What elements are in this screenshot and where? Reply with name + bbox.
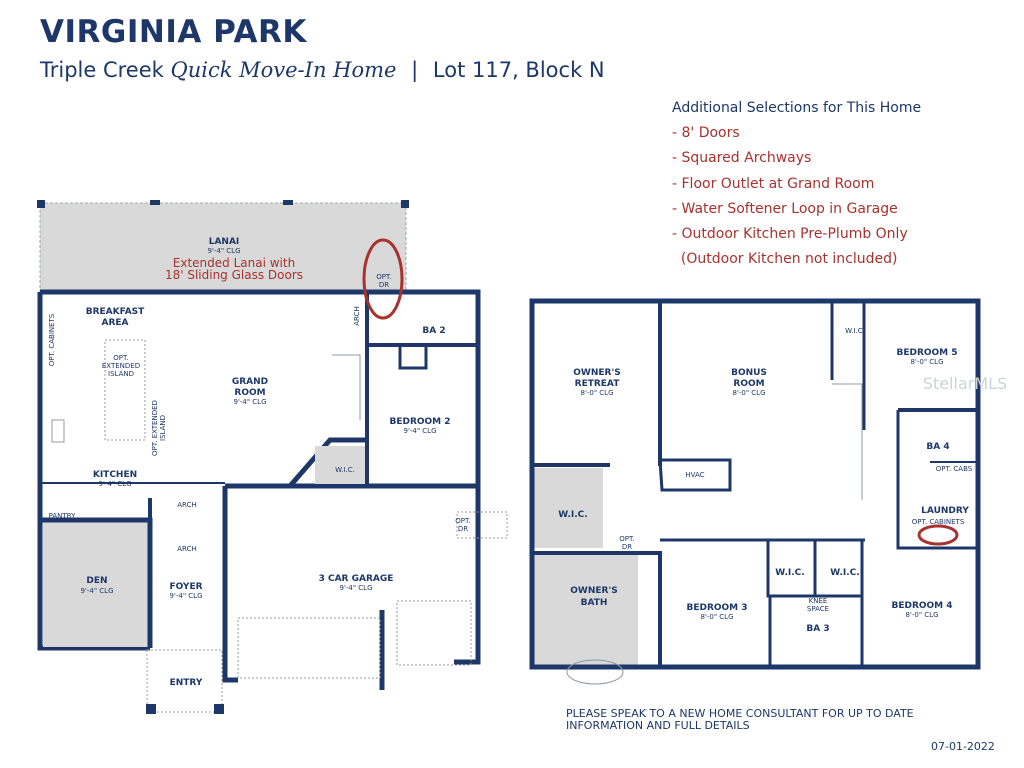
grand-room-ceiling: 9'-4" CLG [233, 398, 266, 406]
additional-selections: Additional Selections for This Home - 8'… [672, 96, 921, 272]
owners-retreat-ceiling: 8'-0" CLG [580, 389, 613, 397]
owners-bath-label: BATH [581, 598, 608, 608]
bonus-room-label: BONUS [731, 368, 767, 378]
kitchen-ceiling: 9'-4" CLG [98, 480, 131, 488]
laundry-label: LAUNDRY [921, 506, 969, 516]
pantry-label: PANTRY [49, 512, 76, 520]
opt-door-label: DR [458, 525, 468, 533]
highlight-circle [917, 524, 959, 546]
foyer-ceiling: 9'-4" CLG [169, 592, 202, 600]
watermark: StellarMLS [923, 374, 1007, 393]
opt-door-label: DR [379, 281, 389, 289]
owner-wic-label: W.I.C. [558, 510, 587, 520]
lanai-note-line1: Extended Lanai with [173, 256, 295, 270]
bedroom5-ceiling: 8'-0" CLG [910, 358, 943, 366]
selection-item: (Outdoor Kitchen not included) [672, 251, 898, 268]
highlight-circle [362, 238, 404, 320]
opt-door-label: DR [622, 543, 632, 551]
opt-door-label: OPT. [455, 517, 470, 525]
community-name: Triple Creek [40, 58, 164, 82]
plan-subtitle: Triple Creek Quick Move-In Home | Lot 11… [40, 58, 605, 82]
knee-space-label: SPACE [807, 605, 829, 613]
wic-label: W.I.C. [775, 568, 804, 578]
foyer-label: FOYER [169, 582, 202, 592]
grand-room-label: ROOM [234, 388, 265, 398]
opt-cabinets-label: OPT. CABINETS [48, 313, 56, 366]
opt-island-vertical: ISLAND [159, 415, 167, 441]
breakfast-label: BREAKFAST [86, 307, 145, 317]
breakfast-label: AREA [101, 318, 128, 328]
opt-cabs-label: OPT. CABS [936, 465, 973, 473]
lanai-note-line2: 18' Sliding Glass Doors [165, 268, 303, 282]
owners-bath-label: OWNER'S [570, 586, 617, 596]
home-type: Quick Move-In Home [170, 58, 397, 82]
arch-label: ARCH [177, 545, 196, 553]
opt-island-vertical: OPT. EXTENDED [151, 400, 159, 456]
lanai-area [39, 202, 407, 293]
lot-info: Lot 117, Block N [432, 58, 605, 82]
ba3-label: BA 3 [806, 624, 829, 634]
disclaimer-line: INFORMATION AND FULL DETAILS [566, 719, 750, 732]
selection-item: - Floor Outlet at Grand Room [672, 175, 875, 192]
opt-island-label: OPT. [113, 354, 128, 362]
bedroom2-ceiling: 9'-4" CLG [403, 427, 436, 435]
arch-label: ARCH [177, 501, 196, 509]
ba4-label: BA 4 [926, 442, 949, 452]
bonus-room-ceiling: 8'-0" CLG [732, 389, 765, 397]
opt-door-label: OPT. [376, 273, 391, 281]
lanai-ceiling: 9'-4" CLG [207, 247, 240, 255]
plan-date: 07-01-2022 [931, 740, 995, 753]
entry-label: ENTRY [170, 678, 203, 688]
bedroom2-label: BEDROOM 2 [389, 417, 450, 427]
bedroom3-ceiling: 8'-0" CLG [700, 613, 733, 621]
knee-space-label: KNEE [809, 597, 828, 605]
separator: | [411, 58, 419, 82]
bedroom4-ceiling: 8'-0" CLG [905, 611, 938, 619]
garage-label: 3 CAR GARAGE [319, 574, 394, 584]
plan-title: VIRGINIA PARK [40, 14, 307, 50]
den-ceiling: 9'-4" CLG [80, 587, 113, 595]
lanai-label: LANAI [209, 237, 240, 247]
selection-item: - 8' Doors [672, 125, 740, 142]
selections-heading: Additional Selections for This Home [672, 100, 922, 116]
bedroom5-label: BEDROOM 5 [896, 348, 957, 358]
first-floor-labels: LANAI 9'-4" CLG Extended Lanai with 18' … [48, 237, 471, 688]
den-area [43, 522, 149, 647]
opt-door-label: OPT. [619, 535, 634, 543]
garage-ceiling: 9'-4" CLG [339, 584, 372, 592]
bedroom4-label: BEDROOM 4 [891, 601, 952, 611]
owners-retreat-label: RETREAT [575, 379, 621, 389]
second-floor-labels: OWNER'S RETREAT 8'-0" CLG BONUS ROOM 8'-… [558, 327, 1007, 634]
disclaimer-line: PLEASE SPEAK TO A NEW HOME CONSULTANT FO… [566, 707, 914, 720]
hvac-label: HVAC [685, 471, 704, 479]
second-floor-plan [529, 298, 981, 685]
opt-island-label: ISLAND [108, 370, 134, 378]
kitchen-label: KITCHEN [93, 470, 137, 480]
opt-island-label: EXTENDED [102, 362, 140, 370]
wic-label: W.I.C. [845, 327, 865, 335]
wic-label: W.I.C. [830, 568, 859, 578]
selection-item: - Squared Archways [672, 150, 812, 167]
owners-retreat-label: OWNER'S [573, 368, 620, 378]
grand-room-label: GRAND [232, 377, 268, 387]
den-label: DEN [86, 576, 107, 586]
selection-item: - Water Softener Loop in Garage [672, 200, 898, 217]
bonus-room-label: ROOM [733, 379, 764, 389]
bedroom3-label: BEDROOM 3 [686, 603, 747, 613]
ba2-label: BA 2 [422, 326, 445, 336]
disclaimer: PLEASE SPEAK TO A NEW HOME CONSULTANT FO… [566, 708, 914, 732]
opt-cabinets-label: OPT. CABINETS [912, 518, 965, 526]
first-floor-plan [37, 200, 508, 714]
wic-label: W.I.C. [335, 466, 355, 474]
selection-item: - Outdoor Kitchen Pre-Plumb Only [672, 226, 908, 243]
arch-label: ARCH [353, 306, 361, 325]
